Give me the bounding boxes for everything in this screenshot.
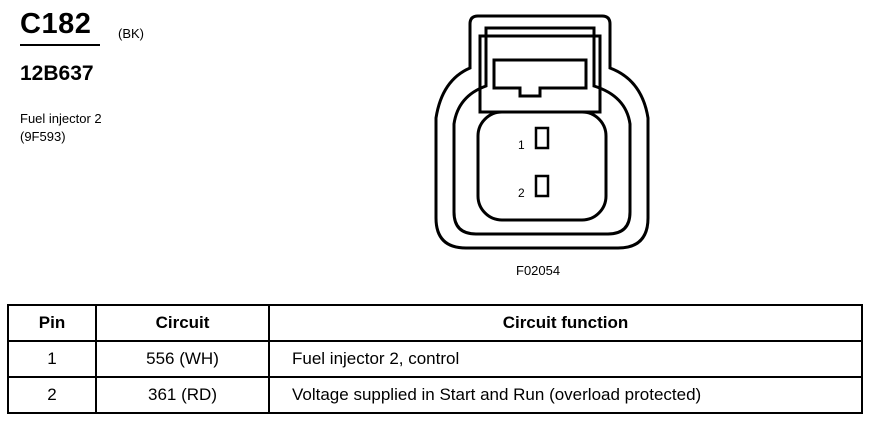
header-circuit: Circuit [95,304,270,342]
component-description: Fuel injector 2 (9F593) [20,110,102,146]
connector-housing-inner [452,26,632,236]
connector-color-code: (BK) [118,26,144,41]
description-line-name: Fuel injector 2 [20,111,102,126]
table-row: 1 556 (WH) Fuel injector 2, control [7,340,863,378]
part-number: 12B637 [20,62,94,85]
pin-1-cavity [534,126,550,150]
description-line-code: (9F593) [20,129,66,144]
row-circuit-function: Voltage supplied in Start and Run (overl… [268,376,863,414]
row-circuit: 556 (WH) [95,340,270,378]
row-pin: 1 [7,340,97,378]
connector-housing-outer [434,14,650,250]
locking-tab-frame [478,34,602,114]
figure-code: F02054 [516,263,561,278]
row-circuit: 361 (RD) [95,376,270,414]
pin-2-label: 2 [518,186,525,200]
header-pin: Pin [7,304,97,342]
row-circuit-function: Fuel injector 2, control [268,340,863,378]
connector-face-diagram: 1 2 [434,14,650,250]
connector-id-underline [20,44,100,46]
row-pin: 2 [7,376,97,414]
table-row: 2 361 (RD) Voltage supplied in Start and… [7,376,863,414]
pin-cavity-block [476,110,608,222]
connector-id: C182 [20,8,92,40]
header-circuit-function: Circuit function [268,304,863,342]
table-header-row: Pin Circuit Circuit function [7,304,863,342]
pin-1-label: 1 [518,138,525,152]
pin-2-cavity [534,174,550,198]
pin-table: Pin Circuit Circuit function 1 556 (WH) … [7,304,863,414]
locking-tab [492,58,588,98]
